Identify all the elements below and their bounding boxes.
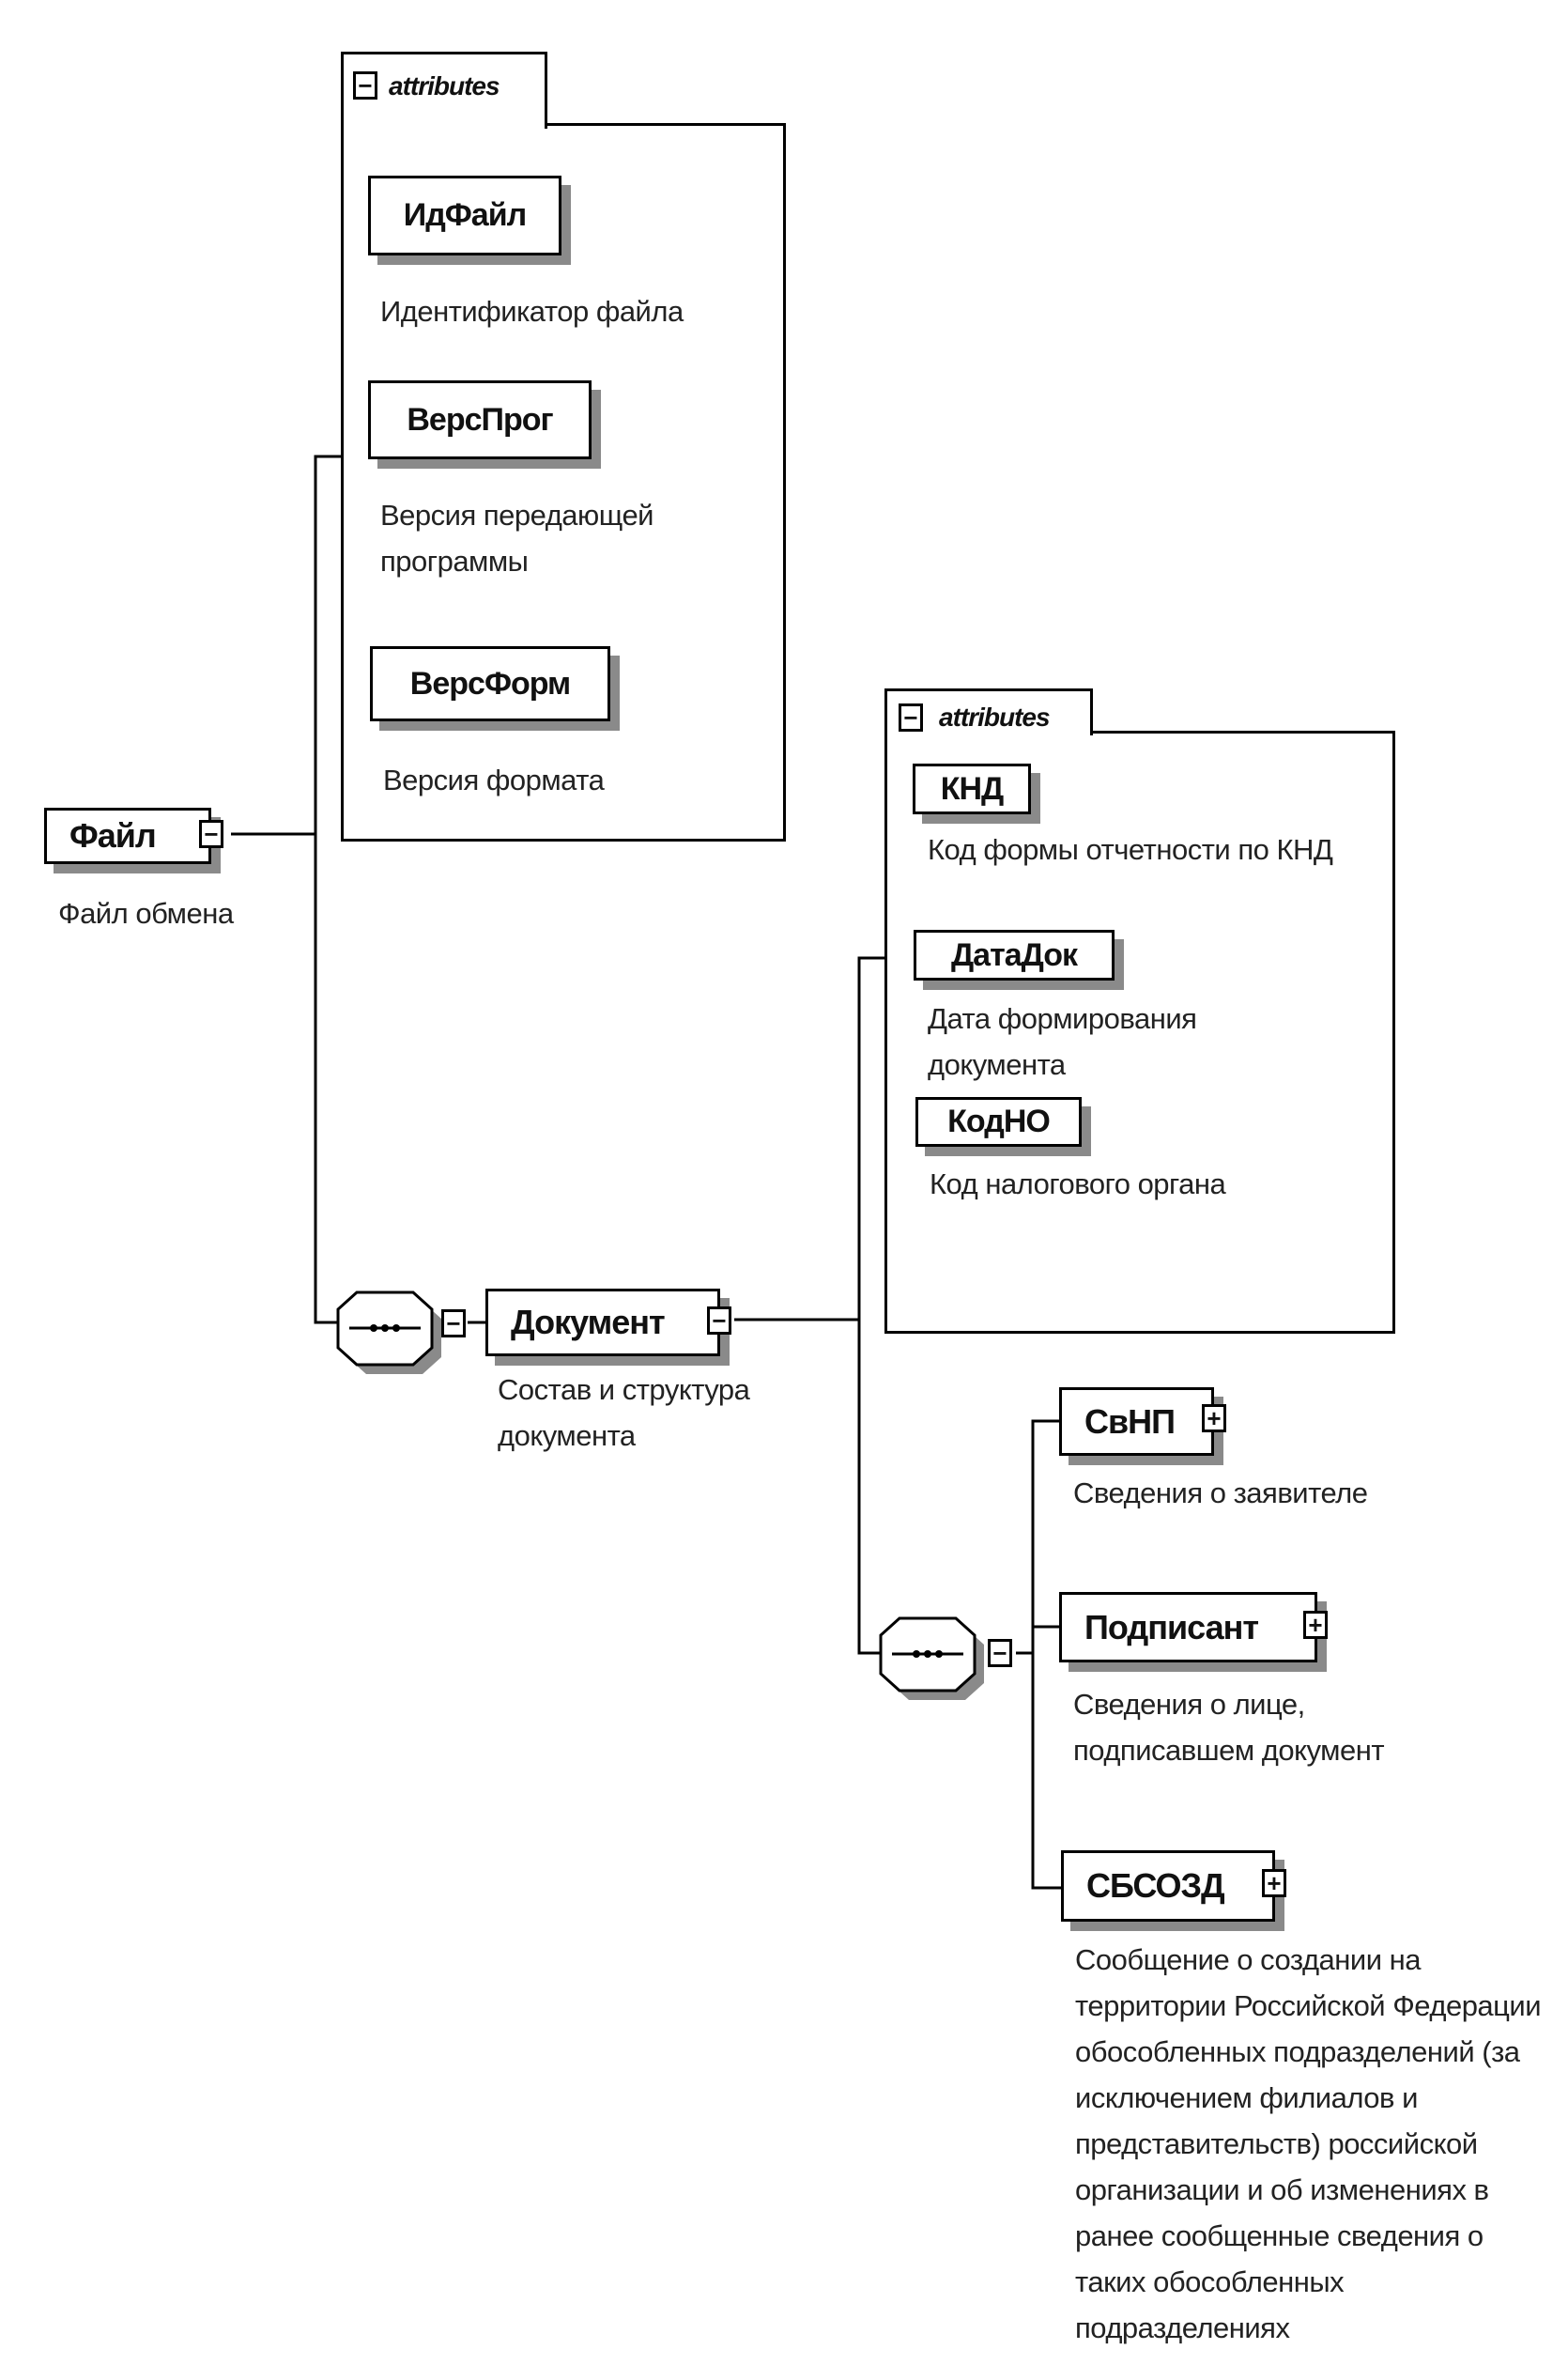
sequence-compositor-2 [879, 1616, 984, 1700]
element-podpisant[interactable]: Подписант [1059, 1592, 1317, 1662]
attribute-versprog[interactable]: ВерсПрог [368, 380, 592, 459]
attribute-name: ДатаДок [950, 936, 1078, 973]
element-sbsozd[interactable]: СБСОЗД [1061, 1850, 1275, 1922]
attributes-panel-top-border [1090, 731, 1395, 734]
collapse-sequence-1-toggle[interactable]: − [441, 1309, 466, 1337]
expand-sbsozd-toggle[interactable]: + [1262, 1869, 1286, 1897]
attribute-datadok-description: Дата формирования документа [928, 1002, 1197, 1081]
plus-icon: + [1308, 1611, 1323, 1639]
attribute-kodno[interactable]: КодНО [915, 1097, 1082, 1147]
attribute-name: КодНО [947, 1104, 1051, 1139]
collapse-attributes-root-toggle[interactable]: − [353, 71, 377, 100]
element-name: СвНП [1084, 1401, 1176, 1441]
collapse-attributes-document-toggle[interactable]: − [899, 703, 923, 732]
attribute-versprog-description: Версия передающей программы [380, 499, 654, 578]
minus-icon: − [204, 820, 219, 848]
minus-icon: − [358, 71, 373, 100]
minus-icon: − [992, 1639, 1007, 1667]
attribute-versform-description: Версия формата [383, 764, 605, 796]
minus-icon: − [712, 1306, 727, 1335]
attributes-header-document: attributes [939, 703, 1051, 732]
element-sbsozd-description: Сообщение о создании на территории Росси… [1075, 1943, 1542, 2344]
attribute-name: КНД [940, 770, 1005, 807]
element-file-description: Файл обмена [58, 897, 234, 930]
attribute-idfile[interactable]: ИдФайл [368, 176, 561, 255]
plus-icon: + [1207, 1404, 1222, 1432]
connector-document-attrs-seq [857, 956, 890, 1655]
attribute-kodno-description: Код налогового органа [930, 1167, 1226, 1200]
element-name: Файл [69, 816, 157, 855]
attribute-name: ВерсФорм [409, 665, 571, 702]
element-name: СБСОЗД [1086, 1866, 1225, 1905]
attributes-panel-root [341, 126, 786, 842]
element-file[interactable]: Файл [44, 808, 211, 864]
attribute-versform[interactable]: ВерсФорм [370, 646, 610, 721]
attribute-name: ВерсПрог [407, 401, 553, 438]
expand-podpisant-toggle[interactable]: + [1303, 1611, 1328, 1639]
attributes-panel-document [884, 733, 1395, 1334]
sequence-compositor-1 [336, 1290, 441, 1374]
collapse-document-toggle[interactable]: − [707, 1306, 731, 1335]
collapse-file-toggle[interactable]: − [199, 820, 223, 848]
minus-icon: − [446, 1309, 461, 1337]
plus-icon: + [1267, 1869, 1282, 1897]
element-svnp[interactable]: СвНП [1059, 1387, 1214, 1456]
connector-children-branch [1031, 1419, 1061, 1890]
attribute-knd[interactable]: КНД [913, 764, 1031, 814]
attribute-name: ИдФайл [403, 197, 527, 233]
element-document[interactable]: Документ [485, 1289, 720, 1356]
element-document-description: Состав и структура документа [498, 1373, 750, 1452]
attributes-header-root: attributes [389, 71, 500, 100]
connector-root-branch [314, 455, 341, 1324]
element-svnp-description: Сведения о заявителе [1073, 1476, 1368, 1509]
attributes-panel-top-border [545, 123, 786, 126]
attribute-datadok[interactable]: ДатаДок [914, 930, 1115, 981]
collapse-sequence-2-toggle[interactable]: − [988, 1639, 1012, 1667]
attribute-idfile-description: Идентификатор файла [380, 295, 684, 328]
minus-icon: − [903, 703, 918, 732]
element-podpisant-description: Сведения о лице, подписавшем документ [1073, 1688, 1385, 1767]
expand-svnp-toggle[interactable]: + [1202, 1404, 1226, 1432]
element-name: Документ [511, 1303, 666, 1341]
attribute-knd-description: Код формы отчетности по КНД [928, 833, 1333, 866]
element-name: Подписант [1084, 1607, 1259, 1646]
